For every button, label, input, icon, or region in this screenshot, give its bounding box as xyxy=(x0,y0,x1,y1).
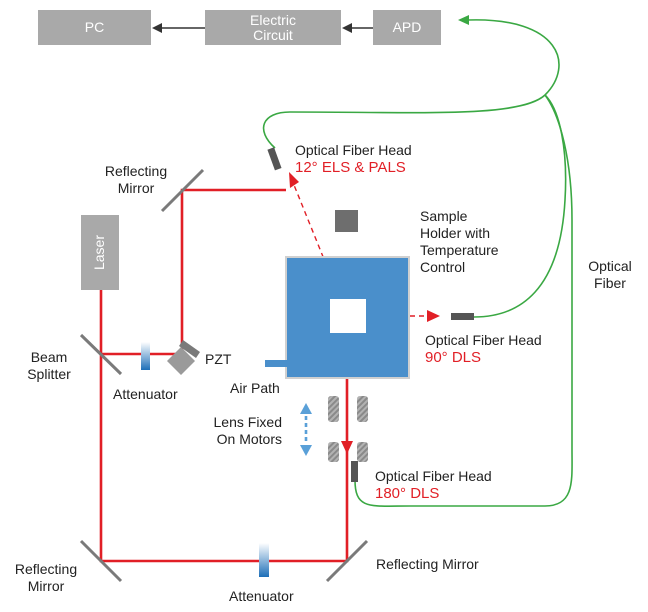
lens-motion-arrow xyxy=(300,403,312,456)
sample-cuvette xyxy=(330,299,366,333)
attenuator-left-label: Attenuator xyxy=(113,386,178,402)
pzt-mirror xyxy=(167,340,200,375)
signal-arrow-apd-to-circuit xyxy=(342,23,373,33)
fiber-head-180deg-label: Optical Fiber Head 180° DLS xyxy=(375,468,492,502)
reflecting-mirror-bottom-right-label: Reflecting Mirror xyxy=(376,556,479,572)
circuit-label-line1: Electric xyxy=(250,11,296,28)
reflecting-mirror-top-label: Reflecting Mirror xyxy=(104,163,168,196)
fiber-head-12deg xyxy=(267,147,282,171)
attenuator-left-element xyxy=(141,342,150,370)
beam-splitter-label: Beam Splitter xyxy=(27,349,71,382)
air-path-tube xyxy=(265,360,287,367)
signal-arrow-circuit-to-pc xyxy=(152,23,205,33)
attenuator-bottom-element xyxy=(259,543,269,577)
lens-assembly xyxy=(328,396,368,462)
apd-box: APD xyxy=(373,10,441,45)
air-path-label: Air Path xyxy=(230,380,280,396)
laser-box: Laser xyxy=(81,215,119,290)
reflecting-mirror-bottom-left-label: Reflecting Mirror xyxy=(14,561,78,594)
reflecting-mirror-bottom-left xyxy=(79,539,123,583)
optical-fiber-main xyxy=(262,19,560,149)
arrowhead-12deg xyxy=(289,172,299,188)
lens-fixed-label: Lens Fixed On Motors xyxy=(213,414,282,447)
sample-holder-label: Sample Holder with Temperature Control xyxy=(420,208,499,275)
laser-label: Laser xyxy=(91,234,108,271)
sample-lid xyxy=(335,210,358,232)
pzt-label: PZT xyxy=(205,351,232,367)
beam-splitter xyxy=(79,333,123,376)
optical-fiber-90 xyxy=(473,94,567,318)
arrowhead-90deg xyxy=(427,310,440,322)
fiber-head-12deg-label: Optical Fiber Head 12° ELS & PALS xyxy=(295,142,412,176)
optical-fiber-label: Optical Fiber xyxy=(588,258,632,291)
pc-label: PC xyxy=(84,19,105,35)
reflecting-mirror-bottom-right xyxy=(325,539,369,583)
fiber-head-180deg xyxy=(351,461,358,482)
attenuator-bottom-label: Attenuator xyxy=(229,588,294,604)
circuit-label-line2: Circuit xyxy=(253,26,293,43)
reflecting-mirror-top xyxy=(160,168,205,213)
arrowhead-180deg xyxy=(341,441,353,454)
apd-label: APD xyxy=(392,19,422,35)
optical-fiber-180 xyxy=(354,94,573,507)
fiber-head-90deg-label: Optical Fiber Head 90° DLS xyxy=(425,332,542,366)
pc-box: PC xyxy=(38,10,151,45)
electric-circuit-box: Electric Circuit xyxy=(205,10,341,45)
fiber-arrowhead-apd xyxy=(458,15,469,25)
fiber-head-90deg xyxy=(451,313,474,320)
